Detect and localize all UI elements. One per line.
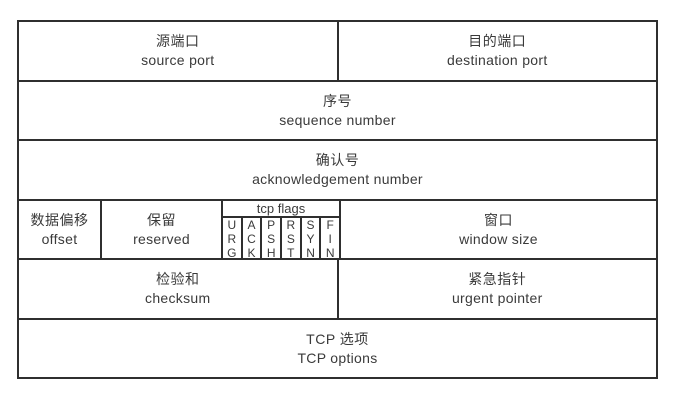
field-urgent-pointer: 紧急指针 urgent pointer (336, 260, 657, 318)
reserved-label-zh: 保留 (147, 211, 176, 228)
tcp-options-label-en: TCP options (297, 349, 378, 366)
field-acknowledgement-number: 确认号 acknowledgement number (19, 141, 656, 199)
window-size-label-zh: 窗口 (484, 211, 513, 228)
tcp-header-table: 源端口 source port 目的端口 destination port 序号… (17, 20, 658, 379)
row-acknowledgement-number: 确认号 acknowledgement number (19, 139, 656, 199)
field-source-port: 源端口 source port (19, 22, 337, 80)
urgent-pointer-label-en: urgent pointer (451, 290, 543, 307)
source-port-label-zh: 源端口 (156, 33, 200, 50)
sequence-number-label-en: sequence number (279, 111, 396, 128)
flag-rst: R S T (280, 217, 300, 260)
flag-ack: A C K (240, 217, 261, 260)
acknowledgement-number-label-zh: 确认号 (315, 152, 360, 169)
acknowledgement-number-label-en: acknowledgement number (252, 171, 423, 188)
source-port-label-en: source port (141, 52, 215, 69)
tcp-flags-title: tcp flags (223, 201, 339, 218)
urgent-pointer-label-zh: 紧急指针 (468, 271, 527, 288)
checksum-label-zh: 检验和 (156, 271, 200, 288)
row-tcp-options: TCP 选项 TCP options (19, 317, 656, 378)
destination-port-label-zh: 目的端口 (468, 33, 527, 50)
data-offset-label-zh: 数据偏移 (30, 211, 89, 228)
row-offset-flags-window: 数据偏移 offset 保留 reserved tcp flags U R G … (19, 198, 656, 260)
flag-syn: S Y N (299, 217, 320, 260)
row-ports: 源端口 source port 目的端口 destination port (19, 22, 656, 80)
row-sequence-number: 序号 sequence number (19, 79, 656, 140)
window-size-label-en: window size (459, 230, 538, 247)
field-reserved: 保留 reserved (100, 200, 221, 258)
tcp-flags-columns: U R G A C K P S H R S T S Y N F I N (223, 217, 339, 260)
flag-psh: P S H (260, 217, 280, 260)
field-tcp-flags: tcp flags U R G A C K P S H R S T S Y N … (221, 200, 339, 260)
reserved-label-en: reserved (133, 230, 190, 247)
row-checksum-urgent: 检验和 checksum 紧急指针 urgent pointer (19, 258, 656, 318)
field-destination-port: 目的端口 destination port (336, 22, 657, 80)
tcp-flags-block: tcp flags U R G A C K P S H R S T S Y N … (223, 201, 339, 260)
field-window-size: 窗口 window size (339, 200, 656, 258)
field-checksum: 检验和 checksum (19, 260, 337, 318)
data-offset-label-en: offset (41, 230, 78, 247)
flag-fin: F I N (319, 217, 339, 260)
field-data-offset: 数据偏移 offset (19, 201, 100, 259)
field-sequence-number: 序号 sequence number (19, 82, 656, 140)
sequence-number-label-zh: 序号 (323, 92, 352, 109)
checksum-label-en: checksum (145, 290, 211, 307)
field-tcp-options: TCP 选项 TCP options (19, 320, 656, 378)
tcp-options-label-zh: TCP 选项 (306, 330, 369, 347)
flag-urg: U R G (227, 217, 237, 260)
destination-port-label-en: destination port (446, 52, 548, 69)
